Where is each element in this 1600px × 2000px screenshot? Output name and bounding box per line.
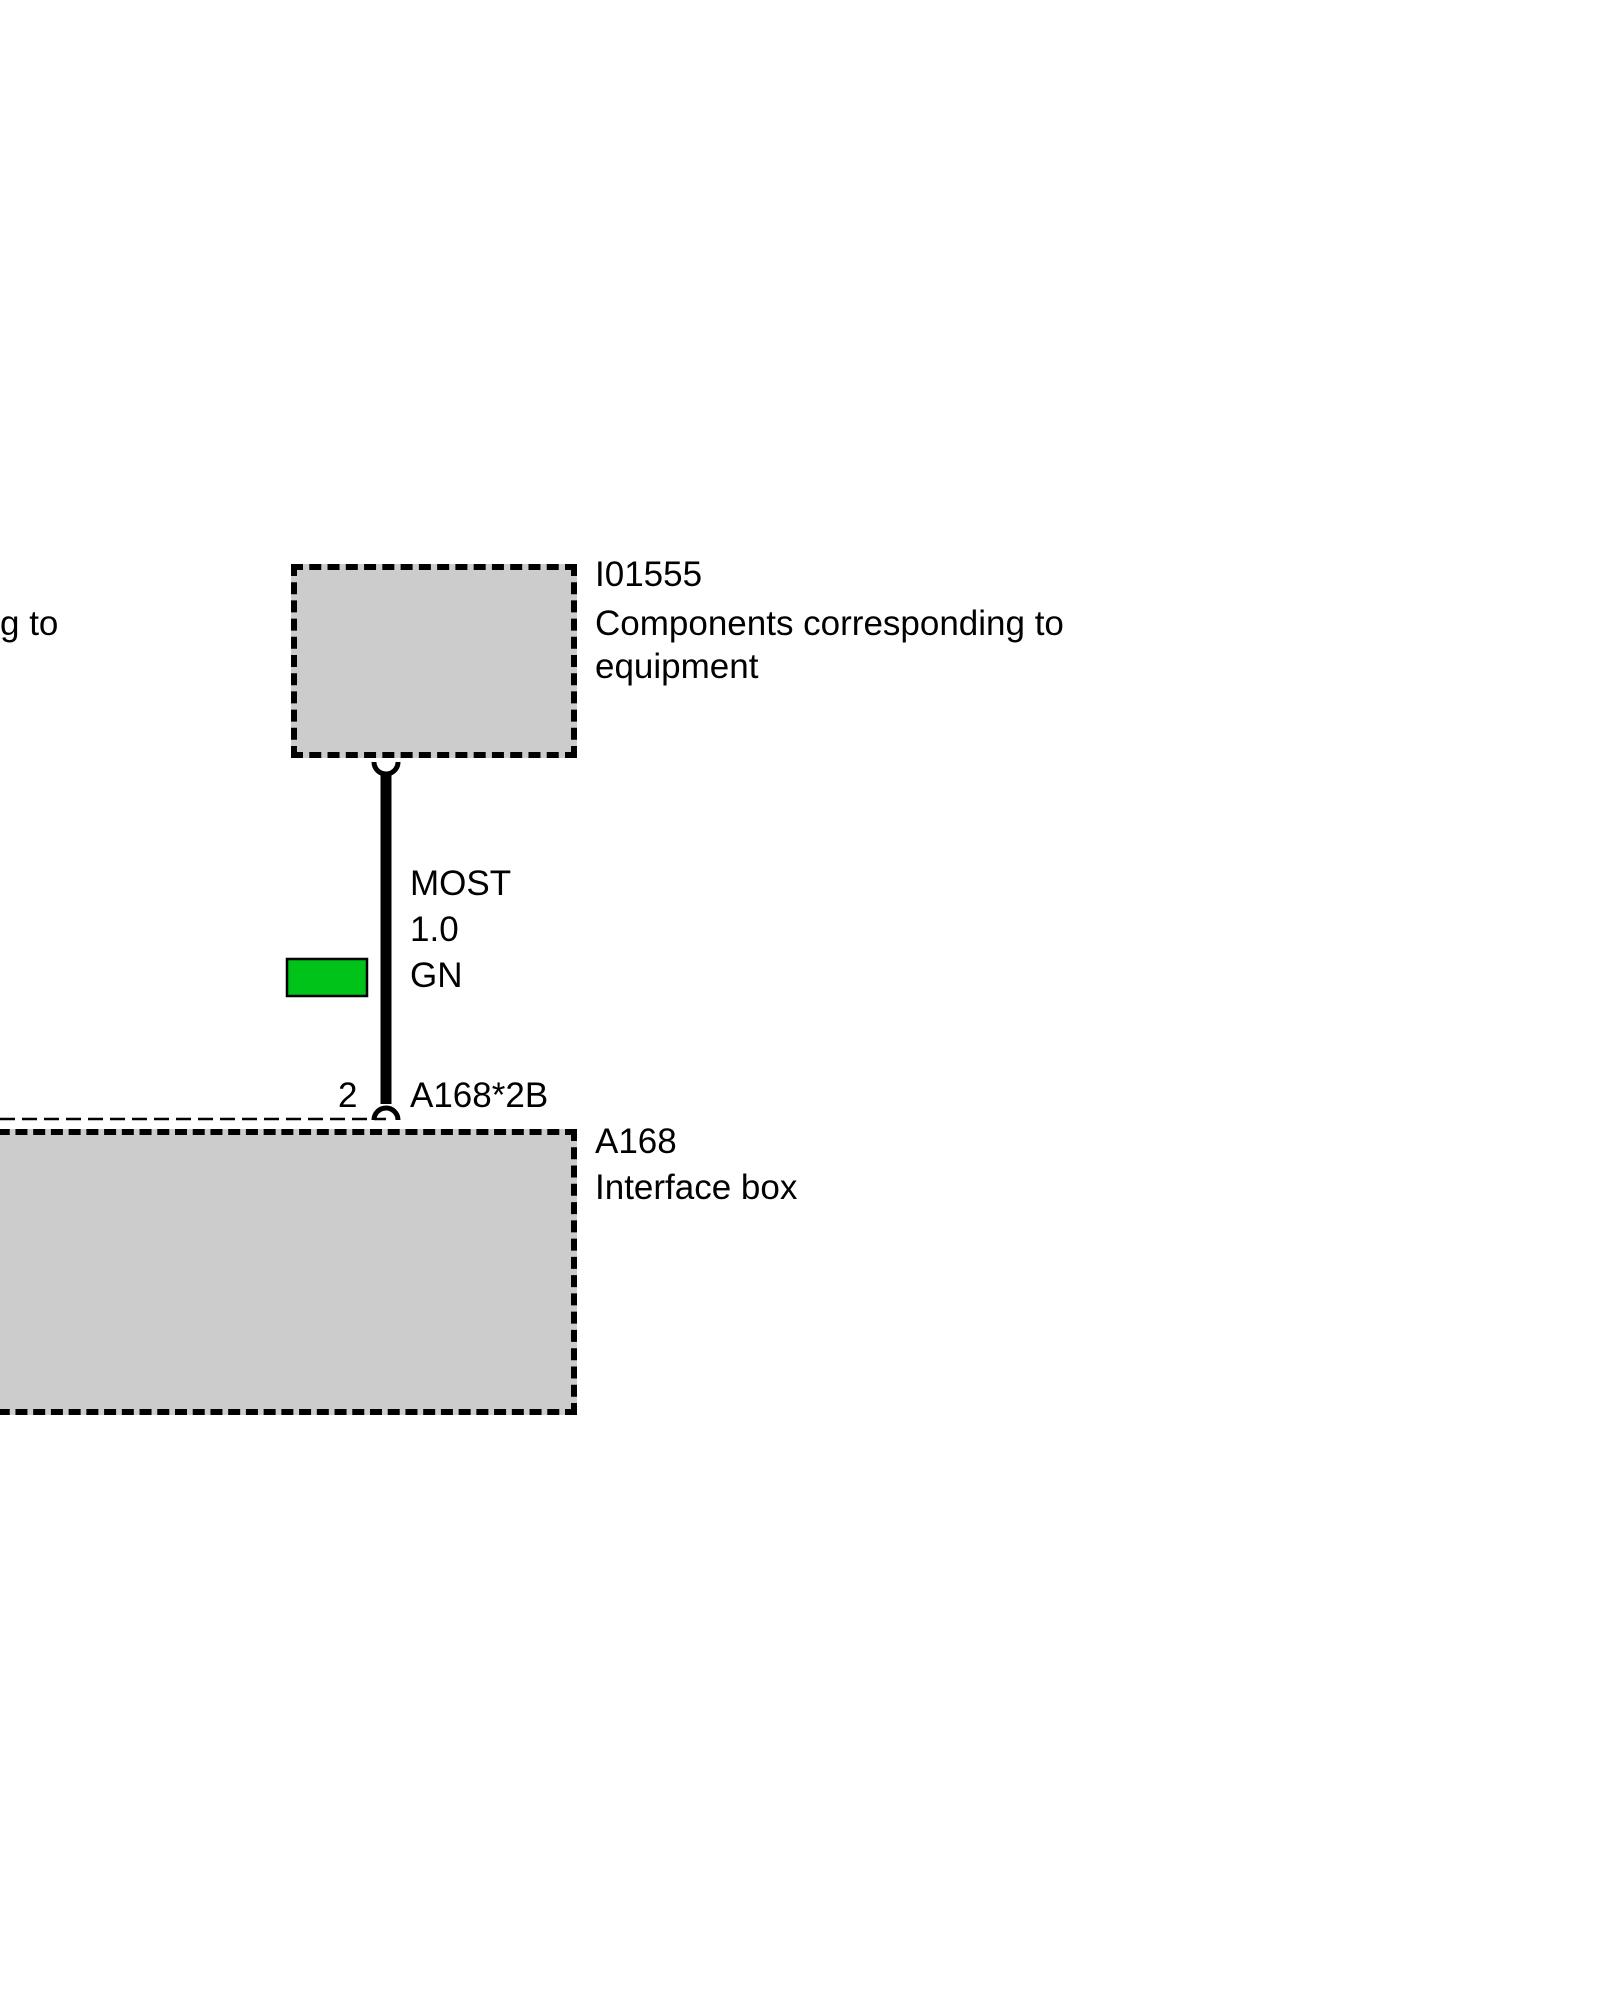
- wire-color-code: GN: [410, 956, 463, 995]
- lower-terminal-icon: [371, 1105, 401, 1121]
- wire-cross-section: 1.0: [410, 910, 459, 949]
- component-box-a168[interactable]: [0, 1129, 577, 1415]
- component-description-a168: Interface box: [595, 1168, 798, 1207]
- wire-color-swatch: [285, 957, 369, 998]
- pin-number: 2: [338, 1076, 358, 1115]
- component-code-i01555: I01555: [595, 555, 703, 594]
- upper-terminal-icon: [371, 761, 401, 777]
- component-description-line2: equipment: [595, 647, 759, 686]
- wire-bus-type: MOST: [410, 864, 512, 903]
- component-box-i01555[interactable]: [291, 564, 577, 758]
- component-description-line1: Components corresponding to: [595, 604, 1064, 643]
- connector-id: A168*2B: [410, 1076, 549, 1115]
- component-code-a168: A168: [595, 1122, 677, 1161]
- left-label-fragment: g to: [0, 604, 59, 643]
